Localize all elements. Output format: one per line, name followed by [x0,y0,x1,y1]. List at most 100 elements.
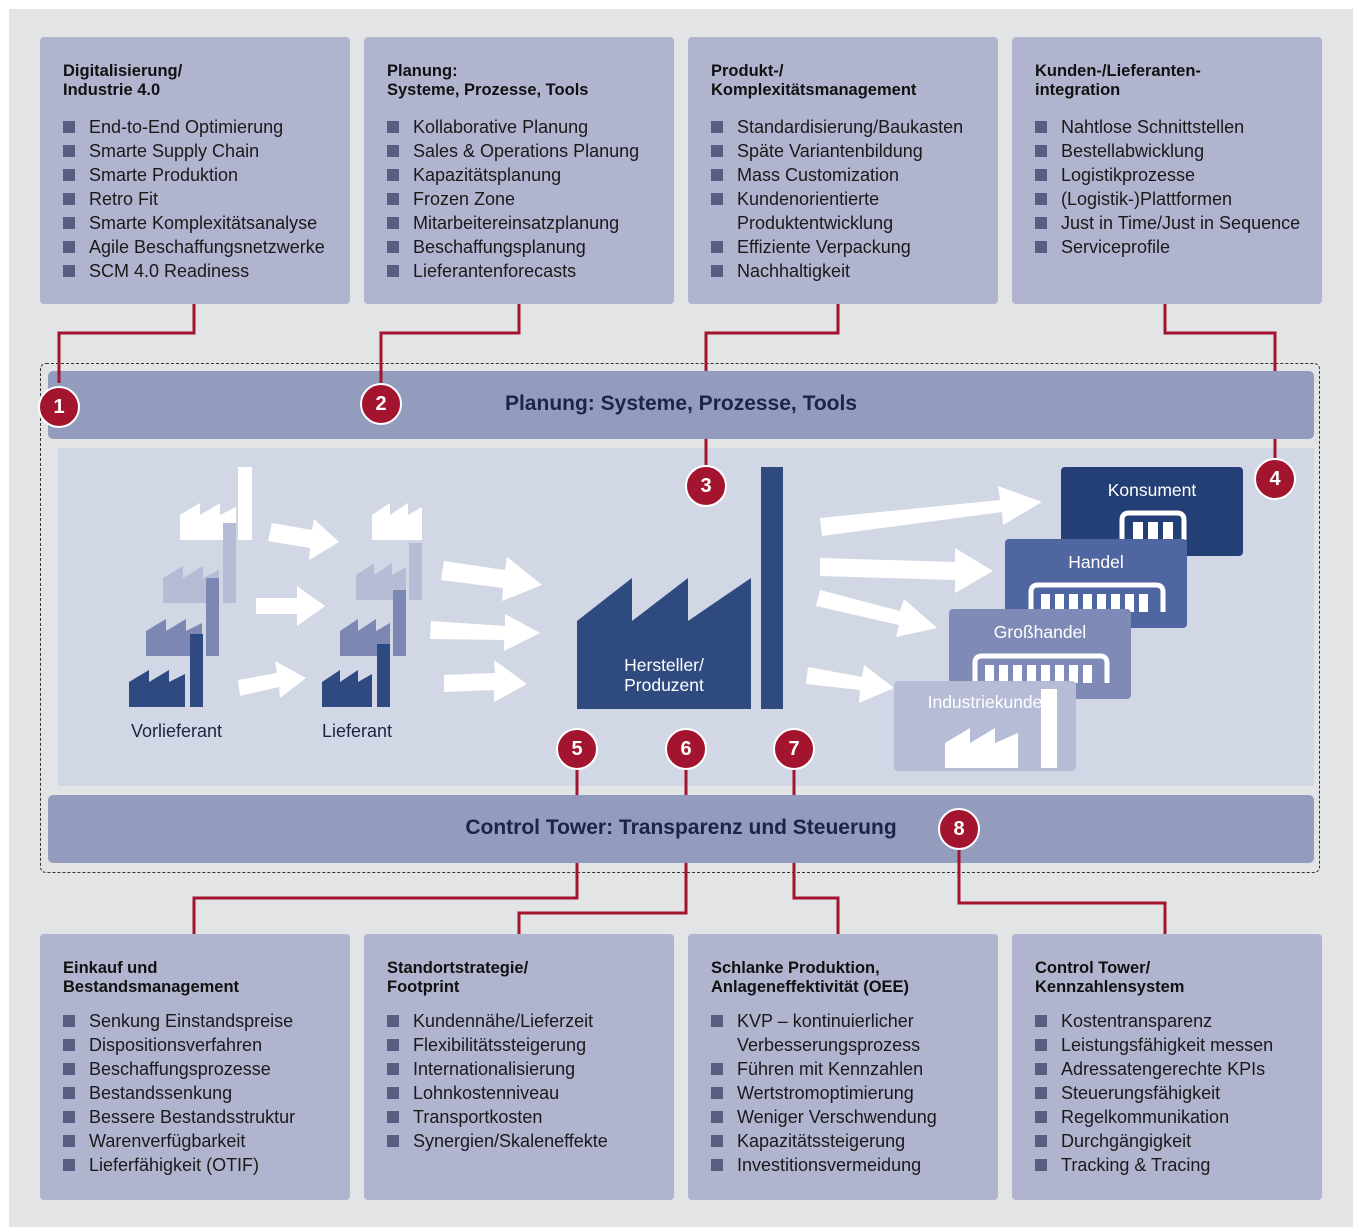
flow-arrow [441,557,542,601]
grosshandel-label-wrap: Großhandel [949,622,1131,643]
bullet-square-icon [1035,1015,1047,1027]
card-list-item: Weniger Verschwendung [711,1105,937,1129]
bullet-square-icon [1035,217,1047,229]
card-list-item-text: Senkung Einstandspreise [89,1011,294,1031]
card-list-item-text: Steuerungsfähigkeit [1061,1083,1221,1103]
konsument-tile [1061,467,1243,556]
industriekunde-label-wrap: Industriekunde [894,692,1076,713]
card-schlanke-produktion: Schlanke Produktion, Anlageneffektivität… [688,934,998,1200]
badge-3: 3 [685,465,727,507]
control-tower-band-label: Control Tower: Transparenz und Steuerung [465,816,897,839]
card-list-item: Standardisierung/Baukasten [711,115,963,139]
bullet-square-icon [387,145,399,157]
card-list-item-text: Lohnkostenniveau [413,1083,560,1103]
bullet-square-icon [387,1039,399,1051]
card-einkauf: Einkauf und Bestandsmanagement Senkung E… [40,934,350,1200]
card-list-item-text: Serviceprofile [1061,237,1171,257]
connector-line-3a [704,304,840,371]
card-title: Planung: Systeme, Prozesse, Tools [387,62,589,99]
card-list-item: Kundenorientierte Produktentwicklung [711,187,963,235]
factory-icon [180,467,252,540]
bullet-square-icon [1035,241,1047,253]
card-list-item-text: Bestellabwicklung [1061,141,1205,161]
factory-icon [356,543,422,600]
card-list-item: Nachhaltigkeit [711,259,963,283]
bullet-square-icon [387,241,399,253]
bullet-square-icon [387,1087,399,1099]
badge-7: 7 [773,728,815,770]
card-list-item-text: Tracking & Tracing [1061,1155,1211,1175]
bullet-square-icon [63,1111,75,1123]
connector-line-4a [1163,304,1277,371]
card-list-item: Kollaborative Planung [387,115,639,139]
card-list-item: Bestandssenkung [63,1081,295,1105]
bullet-square-icon [711,121,723,133]
factory-icon [146,578,219,656]
bullet-square-icon [63,145,75,157]
card-list-item-text: Bessere Bestandsstruktur [89,1107,296,1127]
card-list-item-text: Investitionsvermeidung [737,1155,922,1175]
bullet-square-icon [387,1063,399,1075]
card-list-item: Mass Customization [711,163,963,187]
connector-line-5b [192,863,579,934]
card-title: Produkt-/ Komplexitätsmanagement [711,62,917,99]
card-list-item-text: Weniger Verschwendung [737,1107,937,1127]
factory-icon [322,644,390,707]
grosshandel-label: Großhandel [993,622,1087,642]
card-list-item-text: Flexibilitätssteigerung [413,1035,587,1055]
planning-band-label: Planung: Systeme, Prozesse, Tools [504,392,858,415]
card-list-item: Führen mit Kennzahlen [711,1057,937,1081]
card-list-item: Lieferantenforecasts [387,259,639,283]
card-list-item-text: Führen mit Kennzahlen [737,1059,924,1079]
handel-label-wrap: Handel [1005,552,1187,573]
card-list-item-text: Mitarbeitereinsatzplanung [413,213,620,233]
bullet-square-icon [711,1015,723,1027]
konsument-label: Konsument [1107,480,1197,500]
bullet-square-icon [63,265,75,277]
bullet-square-icon [387,1111,399,1123]
bullet-square-icon [63,169,75,181]
bullet-square-icon [387,1135,399,1147]
factory-icon [163,523,236,603]
card-list-item-text: Warenverfügbarkeit [89,1131,246,1151]
bullet-square-icon [711,169,723,181]
card-title: Einkauf und Bestandsmanagement [63,959,240,996]
card-list-item: Tracking & Tracing [1035,1153,1273,1177]
card-digitalisierung: Digitalisierung/ Industrie 4.0 End-to-En… [40,37,350,304]
bullet-square-icon [1035,193,1047,205]
industriekunde-tile [894,681,1076,771]
card-list-item: Logistikprozesse [1035,163,1300,187]
card-list-item-text: Mass Customization [737,165,900,185]
card-list-item: Effiziente Verpackung [711,235,963,259]
card-list-item: Steuerungsfähigkeit [1035,1081,1273,1105]
bullet-square-icon [711,1159,723,1171]
flow-arrow [430,614,540,651]
card-list-item: Just in Time/Just in Sequence [1035,211,1300,235]
bullet-square-icon [63,241,75,253]
card-list-item-text: Lieferfähigkeit (OTIF) [89,1155,260,1175]
bullet-square-icon [387,193,399,205]
industriekunde-label: Industriekunde [927,692,1043,712]
card-list-item-text: Nahtlose Schnittstellen [1061,117,1245,137]
card-list-item: Dispositionsverfahren [63,1033,295,1057]
system-boundary [40,363,1320,873]
connector-line-8 [957,848,1167,934]
card-list-item: Serviceprofile [1035,235,1300,259]
bullet-square-icon [63,1063,75,1075]
card-produktmanagement: Produkt-/ Komplexitätsmanagement Standar… [688,37,998,304]
card-list-item-text: (Logistik-)Plattformen [1061,189,1233,209]
factory-icon [372,503,422,540]
bullet-square-icon [1035,1087,1047,1099]
card-list-item-text: Beschaffungsprozesse [89,1059,271,1079]
bullet-square-icon [711,145,723,157]
card-item-list: KVP – kontinuierlicher Verbesserungsproz… [711,1009,937,1177]
bullet-square-icon [387,217,399,229]
card-list-item-text: Regelkommunikation [1061,1107,1230,1127]
konsument-label-wrap: Konsument [1061,480,1243,501]
bullet-square-icon [63,217,75,229]
flow-arrow [268,519,339,560]
bullet-square-icon [1035,1111,1047,1123]
card-list-item: Synergien/Skaleneffekte [387,1129,608,1153]
